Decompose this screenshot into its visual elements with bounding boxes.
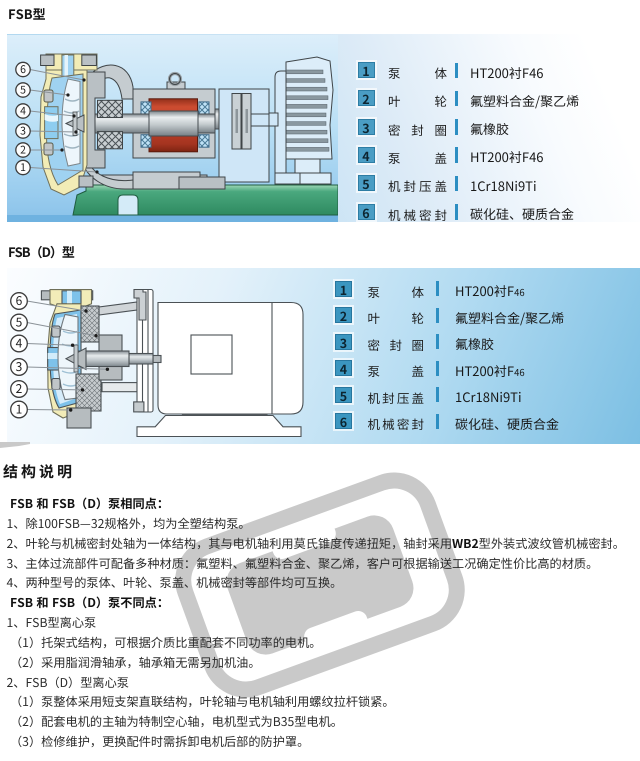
svg-text:3: 3 [16,358,23,375]
svg-text:3: 3 [20,124,26,139]
svg-text:2: 2 [20,143,26,158]
svg-text:5: 5 [20,83,26,98]
svg-text:4: 4 [20,104,26,119]
svg-text:1: 1 [20,160,26,175]
svg-text:4: 4 [16,335,23,352]
svg-text:6: 6 [20,62,26,77]
svg-text:5: 5 [16,314,23,331]
svg-text:1: 1 [16,401,23,418]
svg-text:2: 2 [16,380,23,397]
svg-text:6: 6 [16,292,23,309]
